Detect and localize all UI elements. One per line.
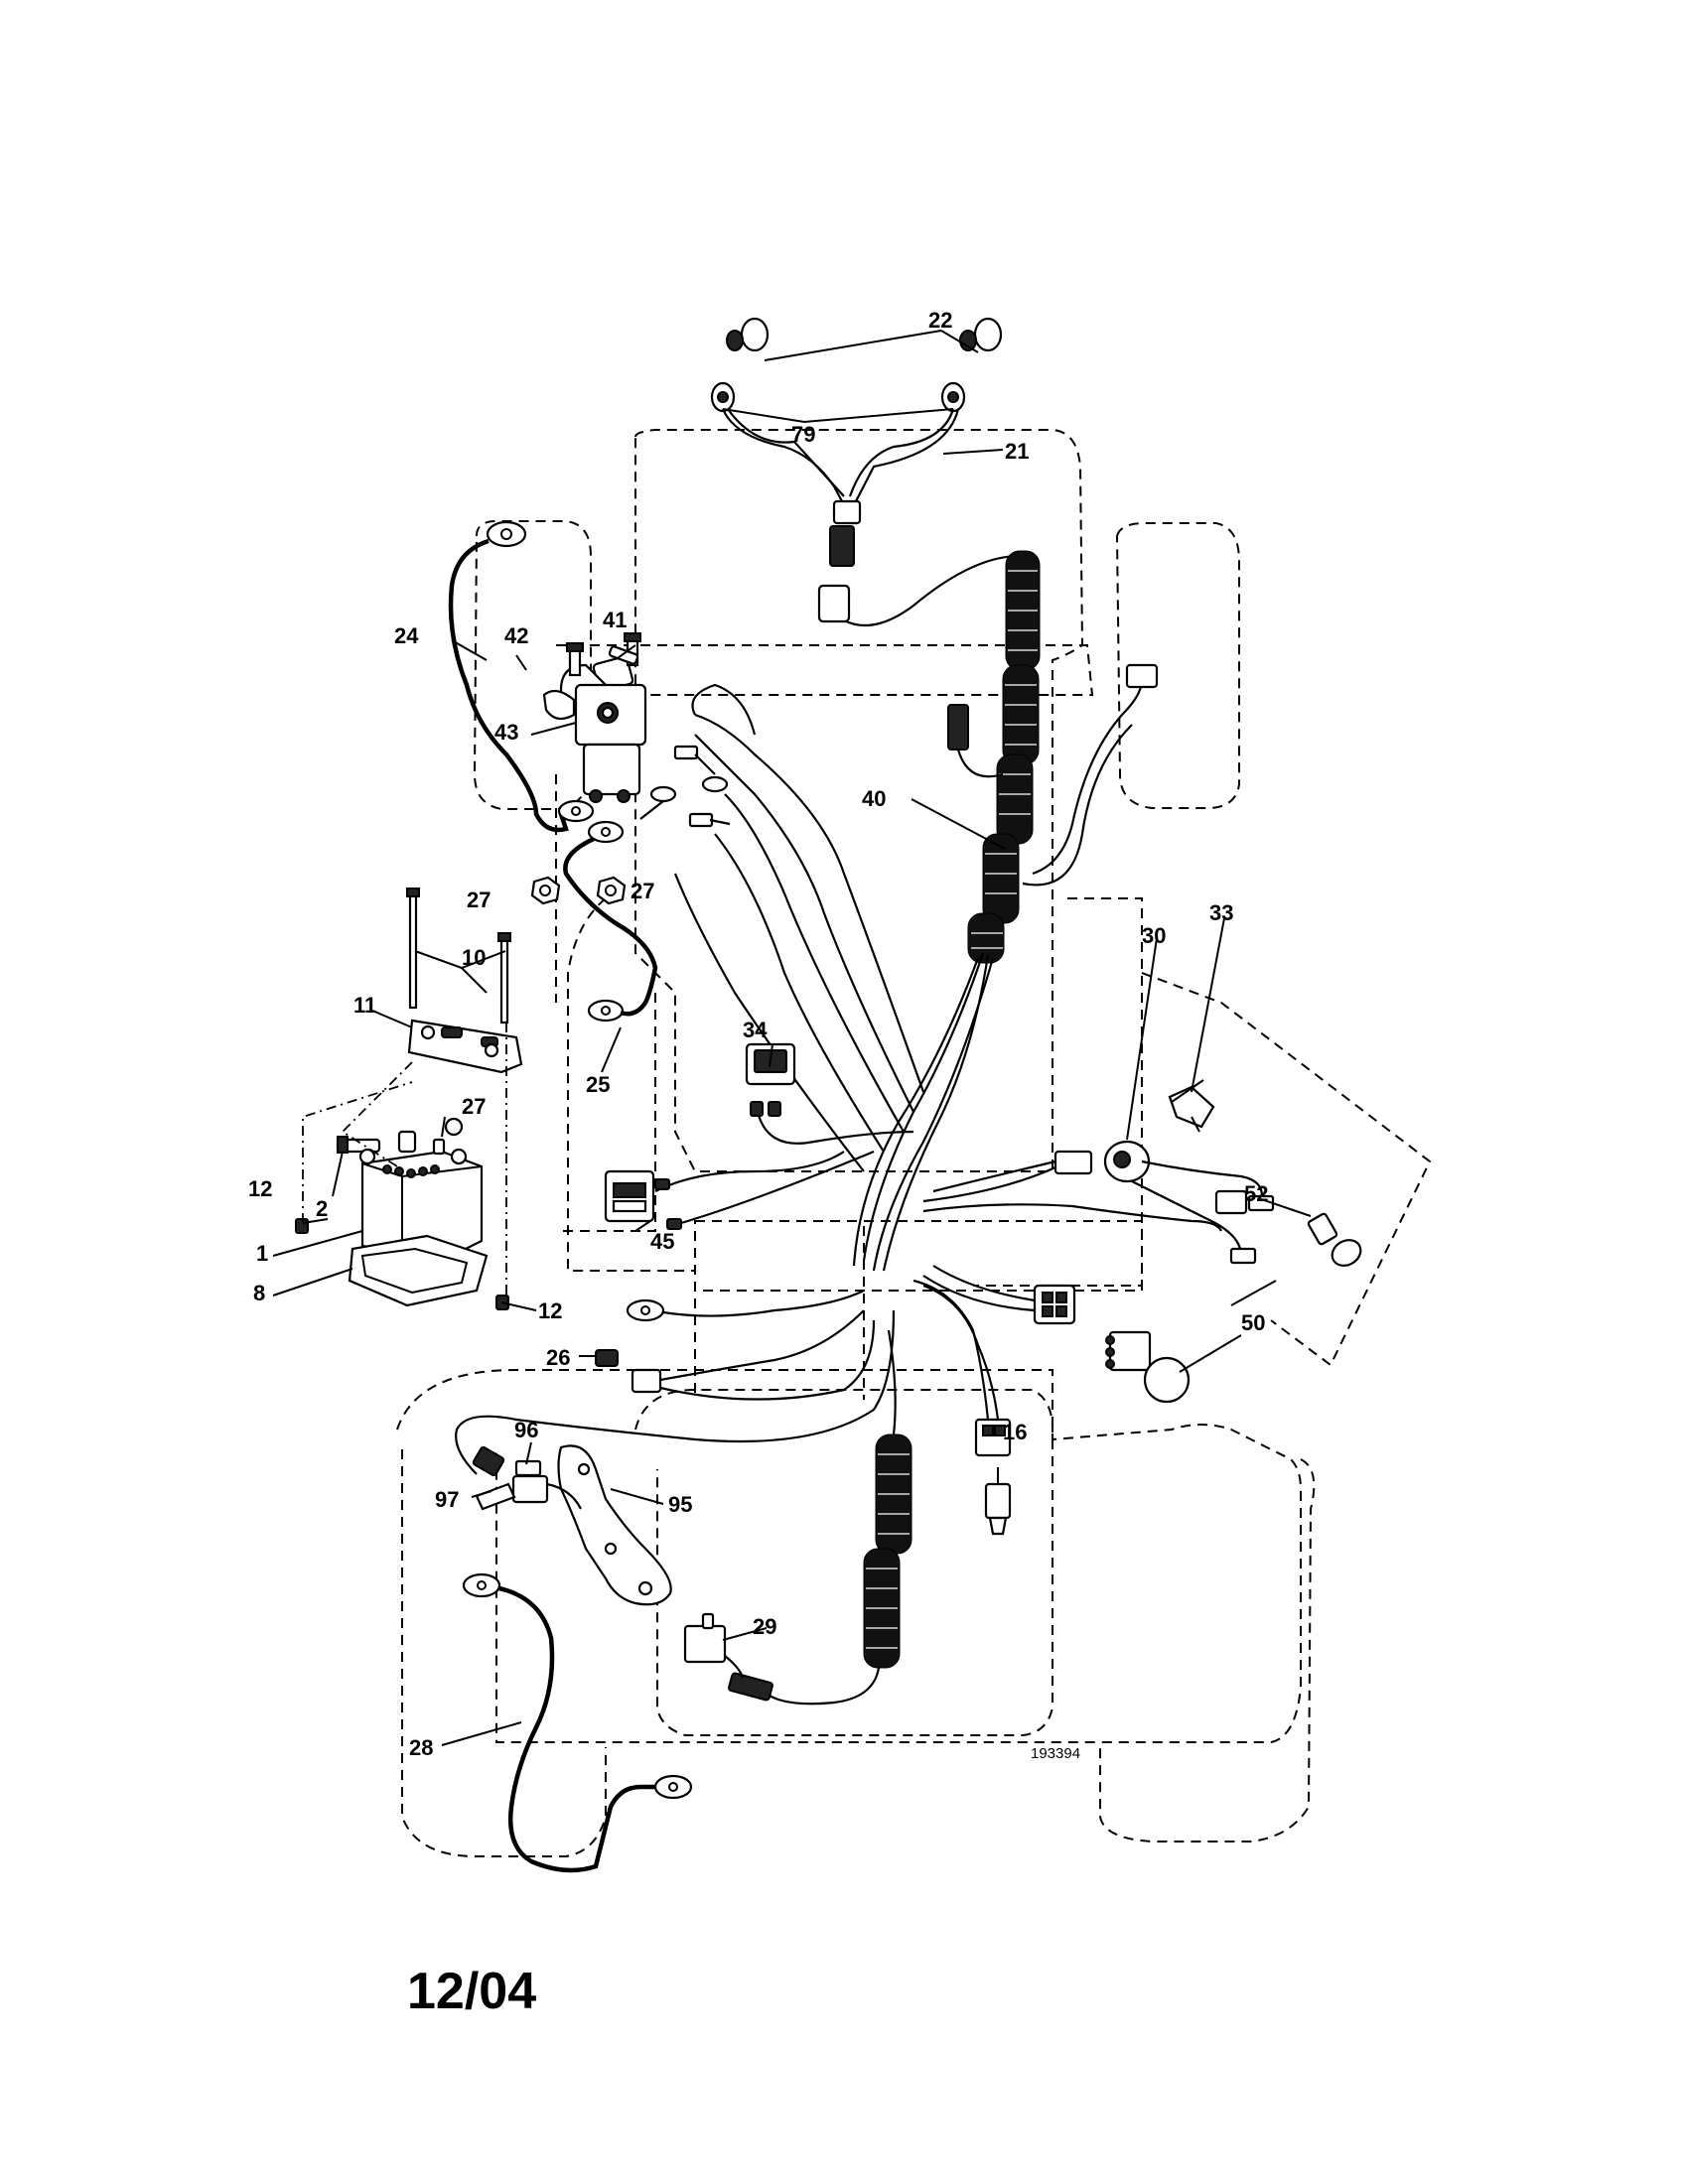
callout-50: 50 — [1241, 1310, 1265, 1335]
callout-12a: 12 — [248, 1176, 272, 1201]
revision-date: 12/04 — [407, 1963, 536, 2020]
starter-solenoid — [515, 632, 647, 803]
callout-45: 45 — [650, 1229, 674, 1254]
callout-97: 97 — [435, 1487, 459, 1512]
callout-41: 41 — [603, 608, 627, 632]
callout-22: 22 — [928, 308, 952, 333]
callout-33: 33 — [1209, 900, 1233, 925]
callout-1: 1 — [256, 1241, 268, 1266]
callout-79: 79 — [791, 422, 815, 447]
callout-24: 24 — [394, 623, 419, 648]
callout-16: 16 — [1003, 1420, 1027, 1444]
callout-11: 11 — [353, 993, 376, 1018]
callout-34: 34 — [743, 1018, 768, 1042]
callout-43: 43 — [494, 720, 518, 745]
lower-harness — [441, 1290, 912, 1873]
coil-lower-segment — [863, 1433, 912, 1669]
callout-96: 96 — [514, 1418, 538, 1442]
switches-and-connectors — [604, 917, 1362, 1536]
main-harness-coil — [639, 550, 1159, 1272]
drawing-number: 193394 — [1031, 1745, 1080, 1762]
callout-8: 8 — [253, 1281, 265, 1305]
callout-2: 2 — [316, 1196, 328, 1221]
callout-27a: 27 — [467, 887, 491, 912]
battery-assembly — [272, 887, 537, 1311]
callout-30: 30 — [1142, 923, 1166, 948]
callout-95: 95 — [668, 1492, 692, 1517]
callout-12b: 12 — [538, 1298, 562, 1323]
headlight-harness — [710, 317, 1004, 567]
callout-28: 28 — [409, 1735, 433, 1760]
callout-26: 26 — [546, 1345, 570, 1370]
callout-29: 29 — [753, 1614, 776, 1639]
battery-cables — [448, 520, 658, 1073]
callout-labels: 22 79 21 24 42 41 43 40 27 27 10 11 25 3… — [248, 308, 1268, 1760]
tractor-outline — [396, 429, 1432, 1857]
callout-52: 52 — [1244, 1181, 1268, 1206]
callout-40: 40 — [862, 786, 886, 811]
callout-27c: 27 — [462, 1094, 486, 1119]
coil-upper-segment — [967, 550, 1041, 964]
callout-27b: 27 — [631, 879, 654, 903]
callout-10: 10 — [462, 945, 486, 970]
callout-42: 42 — [504, 623, 528, 648]
callout-21: 21 — [1005, 439, 1029, 464]
callout-25: 25 — [586, 1072, 610, 1097]
